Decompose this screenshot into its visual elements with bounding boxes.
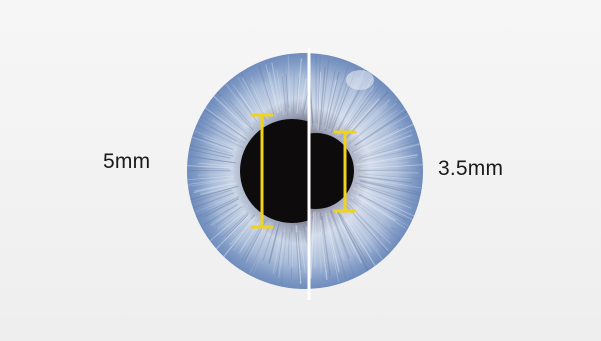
right-measurement-label: 3.5mm [438, 157, 503, 181]
iris-fiber [357, 170, 409, 171]
left-measurement-label: 5mm [103, 150, 150, 174]
right-iris-highlight [346, 70, 374, 90]
iris-fiber [366, 172, 419, 173]
